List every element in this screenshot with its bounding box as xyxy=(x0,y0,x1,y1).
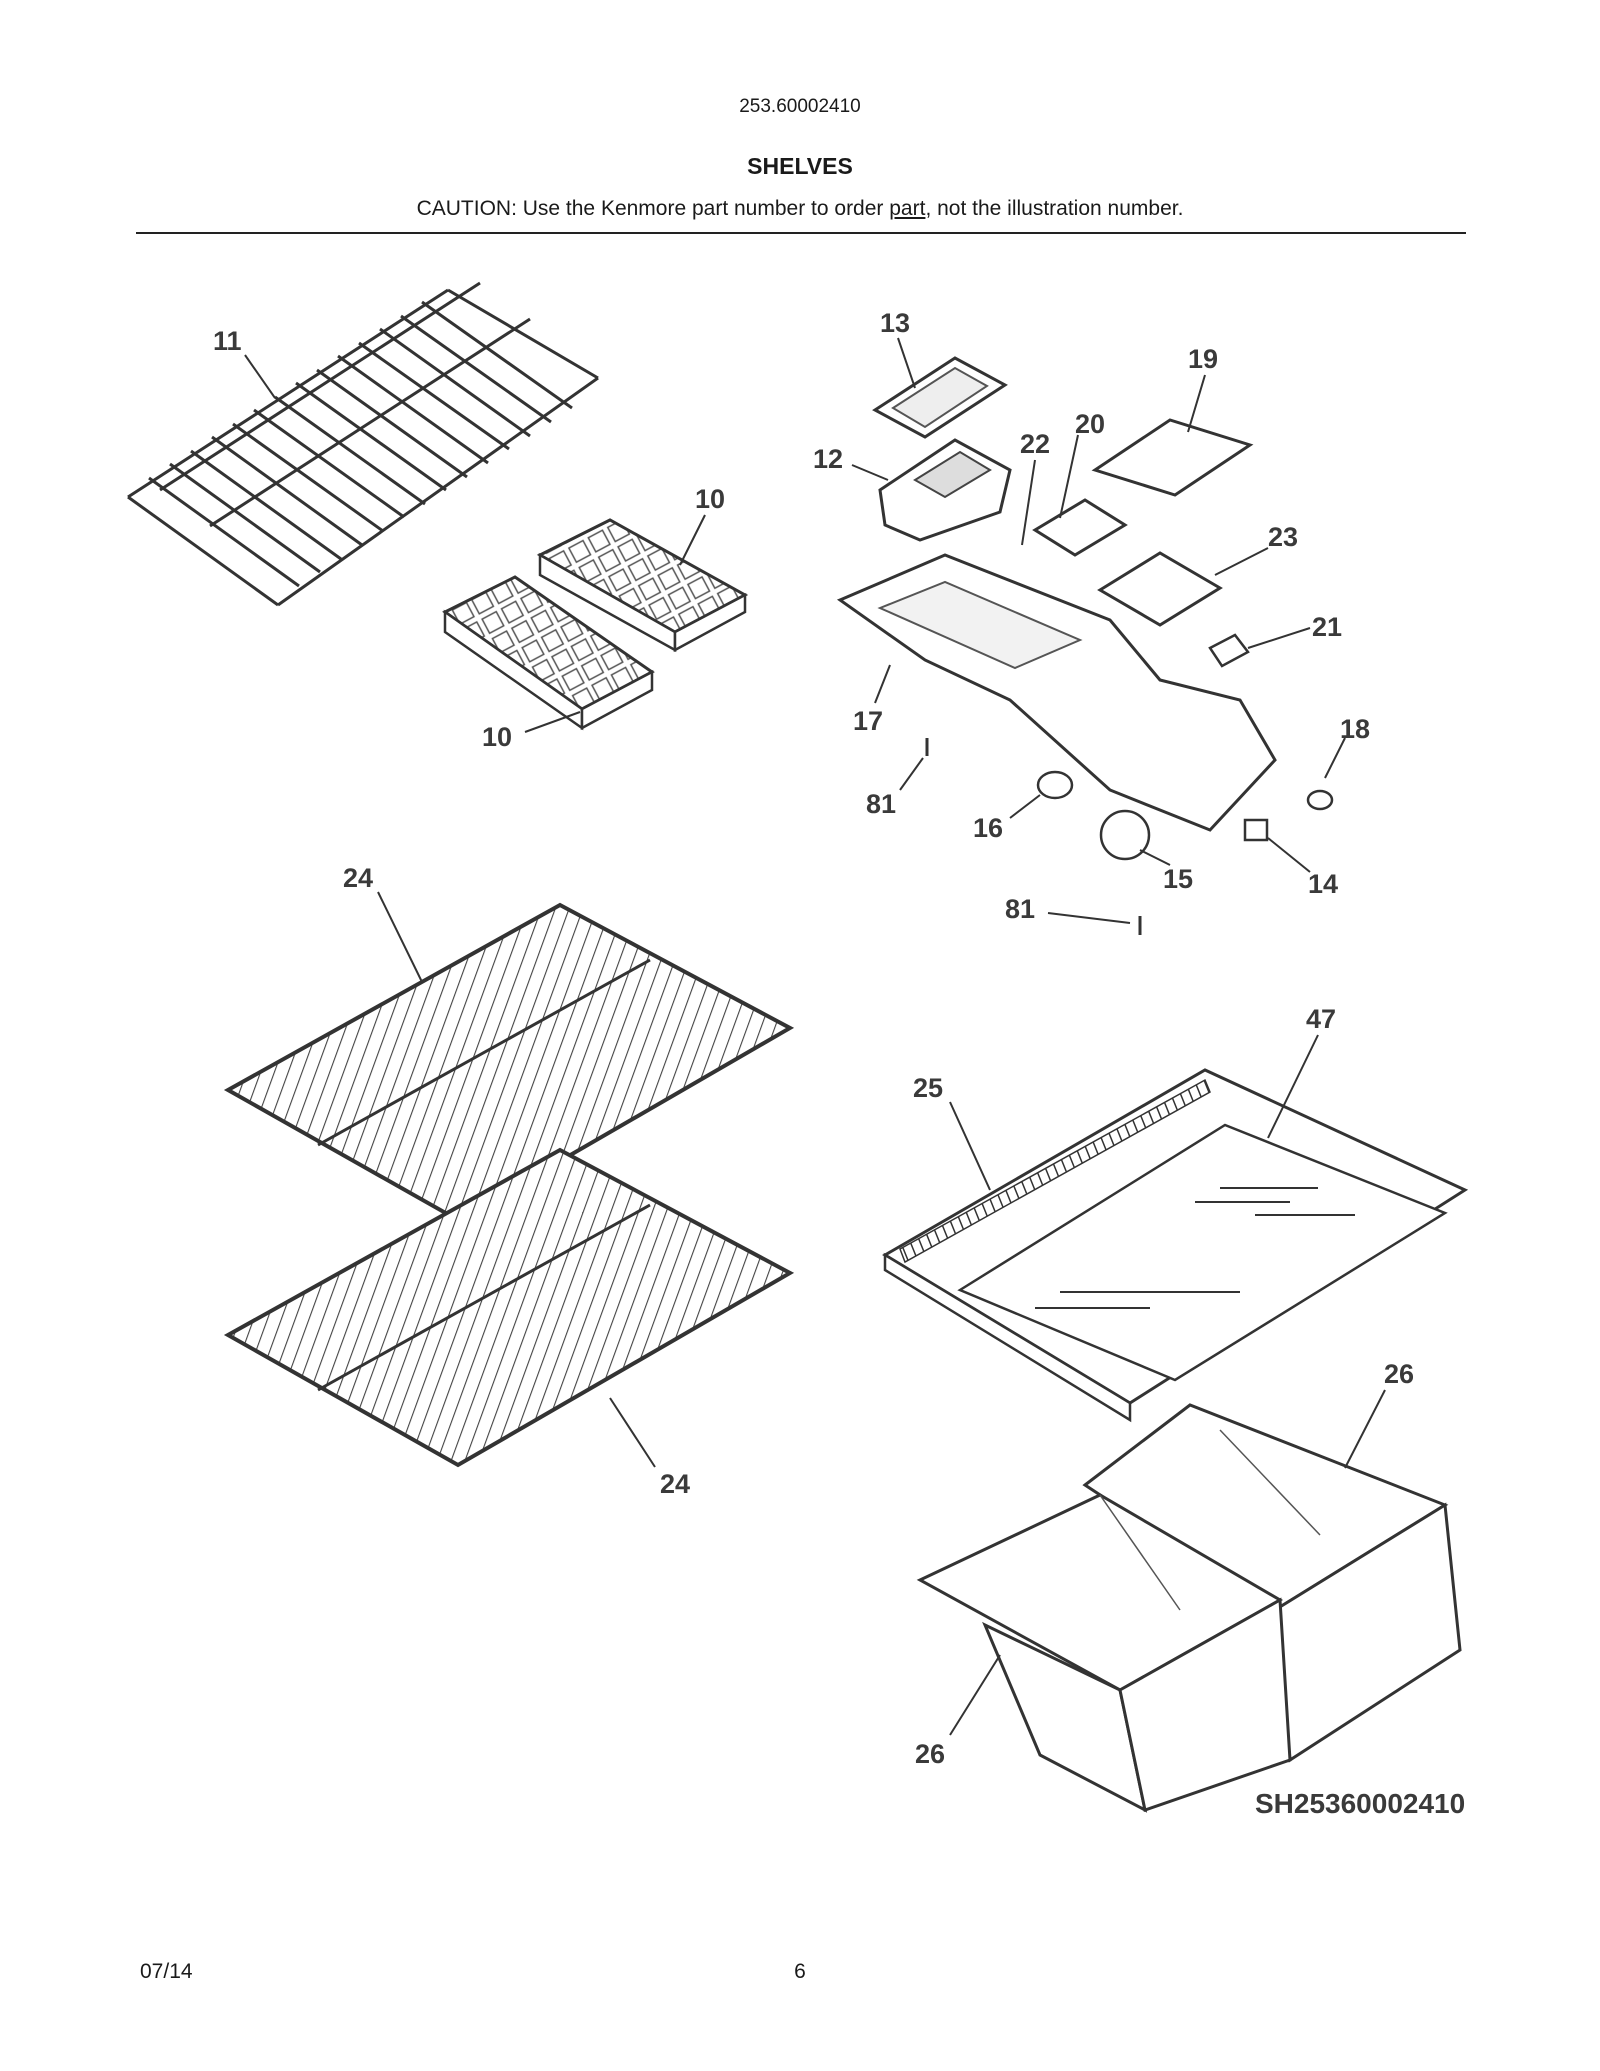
caution-text-end: , not the illustration number. xyxy=(925,197,1184,220)
callout-47: 47 xyxy=(1306,1004,1336,1034)
caution-text: CAUTION: Use the Kenmore part number to … xyxy=(0,197,1600,221)
part-24-shelf-lower xyxy=(223,1147,795,1468)
callout-81-upper: 81 xyxy=(866,789,896,819)
part-47-glass-insert xyxy=(957,1123,1448,1382)
callout-23: 23 xyxy=(1268,522,1298,552)
callout-22: 22 xyxy=(1020,429,1050,459)
callout-81-lower: 81 xyxy=(1005,894,1035,924)
part-26-crisper-drawer-front xyxy=(916,1493,1292,1813)
part-17-light-housing xyxy=(836,553,1277,832)
part-24-shelf-upper xyxy=(223,902,795,1223)
part-18-knob xyxy=(1306,789,1334,811)
part-10-ice-tray-back xyxy=(536,518,749,653)
part-11-wire-shelf xyxy=(127,281,599,607)
part-21-bracket xyxy=(1208,633,1250,668)
callout-25: 25 xyxy=(913,1073,943,1103)
part-19-cover-plate xyxy=(1091,418,1254,497)
model-number: 253.60002410 xyxy=(739,96,861,117)
caution-text-start: CAUTION: Use the Kenmore part number to … xyxy=(416,197,890,220)
part-16-socket xyxy=(1036,770,1074,800)
callout-24-lower: 24 xyxy=(660,1469,690,1499)
header-divider xyxy=(136,232,1466,234)
part-20-control-board xyxy=(1032,498,1128,557)
callout-12: 12 xyxy=(813,444,843,474)
callout-21: 21 xyxy=(1312,612,1342,642)
callout-15: 15 xyxy=(1163,864,1193,894)
callout-19: 19 xyxy=(1188,344,1218,374)
section-title: SHELVES xyxy=(747,153,853,179)
callout-20: 20 xyxy=(1075,409,1105,439)
callout-10-upper: 10 xyxy=(695,484,725,514)
callout-17: 17 xyxy=(853,706,883,736)
callout-16: 16 xyxy=(973,813,1003,843)
callout-18: 18 xyxy=(1340,714,1370,744)
revision-date: 07/14 xyxy=(140,1960,193,1983)
part-13-filter xyxy=(872,356,1008,439)
callout-11: 11 xyxy=(213,326,242,356)
part-12-filter-housing xyxy=(878,438,1012,542)
part-14-switch xyxy=(1243,818,1269,842)
part-23-control-board xyxy=(1097,551,1223,627)
callout-13: 13 xyxy=(880,308,910,338)
callout-26-lower: 26 xyxy=(915,1739,945,1769)
caution-part-link: part xyxy=(889,197,926,220)
part-15-bulb xyxy=(1099,809,1151,861)
part-10-ice-tray-front xyxy=(442,575,655,731)
diagram-code: SH25360002410 xyxy=(1255,1788,1465,1819)
page-number: 6 xyxy=(794,1960,806,1983)
callout-26-upper: 26 xyxy=(1384,1359,1414,1389)
callout-14: 14 xyxy=(1308,869,1338,899)
callout-24-upper: 24 xyxy=(343,863,373,893)
callout-10-lower: 10 xyxy=(482,722,512,752)
leader-lines xyxy=(244,337,1386,1736)
